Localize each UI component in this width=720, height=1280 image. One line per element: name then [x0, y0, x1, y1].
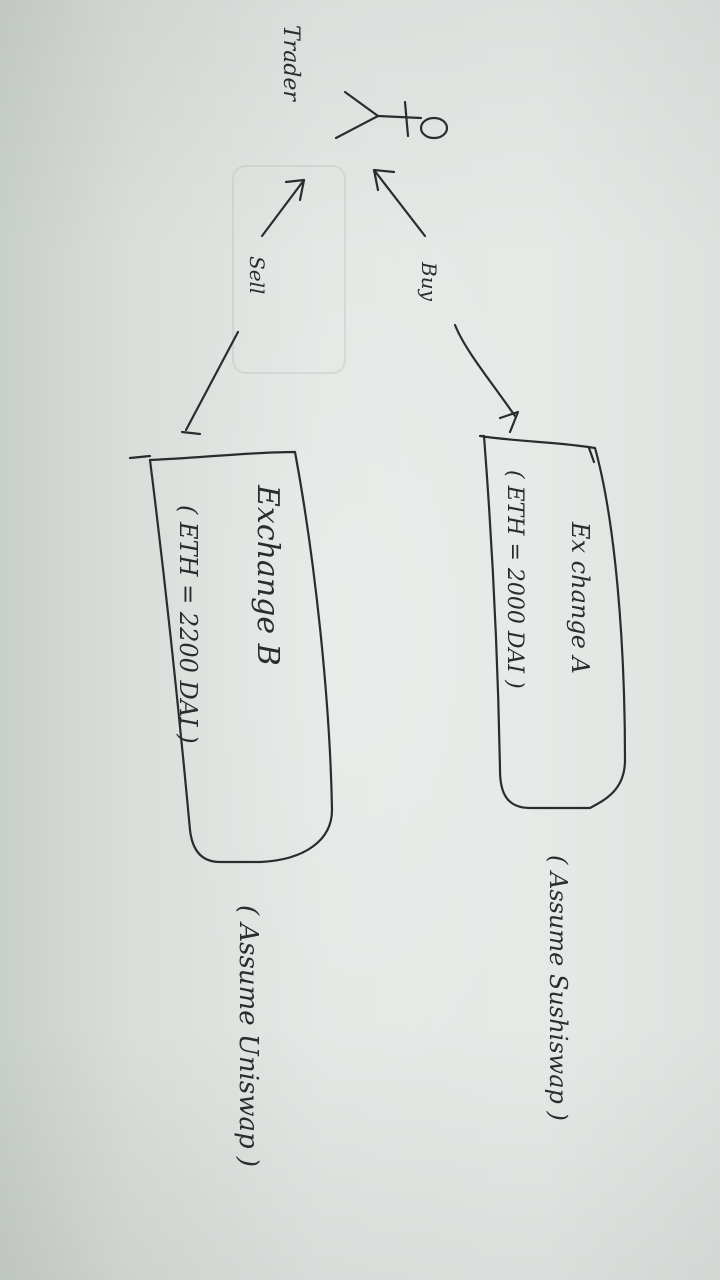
buy-arrow [453, 323, 517, 418]
buy-arrow-lower [372, 168, 427, 238]
exchange-a-title: Ex change A [566, 521, 594, 674]
exchange-a-price: ( ETH = 2000 DAI ) [502, 470, 527, 689]
exchange-b-box [148, 450, 334, 864]
exchange-b-box-top-hook [128, 454, 152, 460]
exchange-b-title: Exchange B [250, 484, 285, 666]
trader-figure-icon [334, 90, 449, 140]
sell-label: Sell [245, 256, 269, 294]
sell-arrow-upper [260, 178, 306, 238]
sell-arrow-tail-hook [180, 430, 202, 436]
exchange-a-box-corner [587, 446, 596, 464]
buy-arrow-head [372, 168, 396, 192]
trader-label: Trader [278, 25, 303, 102]
buy-arrow-tail-hook [498, 410, 520, 434]
exchange-a-box [478, 434, 627, 810]
exchange-b-note: ( Assume Uniswap ) [233, 905, 263, 1167]
exchange-a-note: ( Assume Sushiswap ) [544, 855, 572, 1121]
sell-arrow-lower [184, 330, 240, 432]
buy-label: Buy [417, 261, 441, 302]
exchange-b-price: ( ETH = 2200 DAI ) [174, 505, 202, 744]
sell-arrow-head [284, 178, 306, 202]
